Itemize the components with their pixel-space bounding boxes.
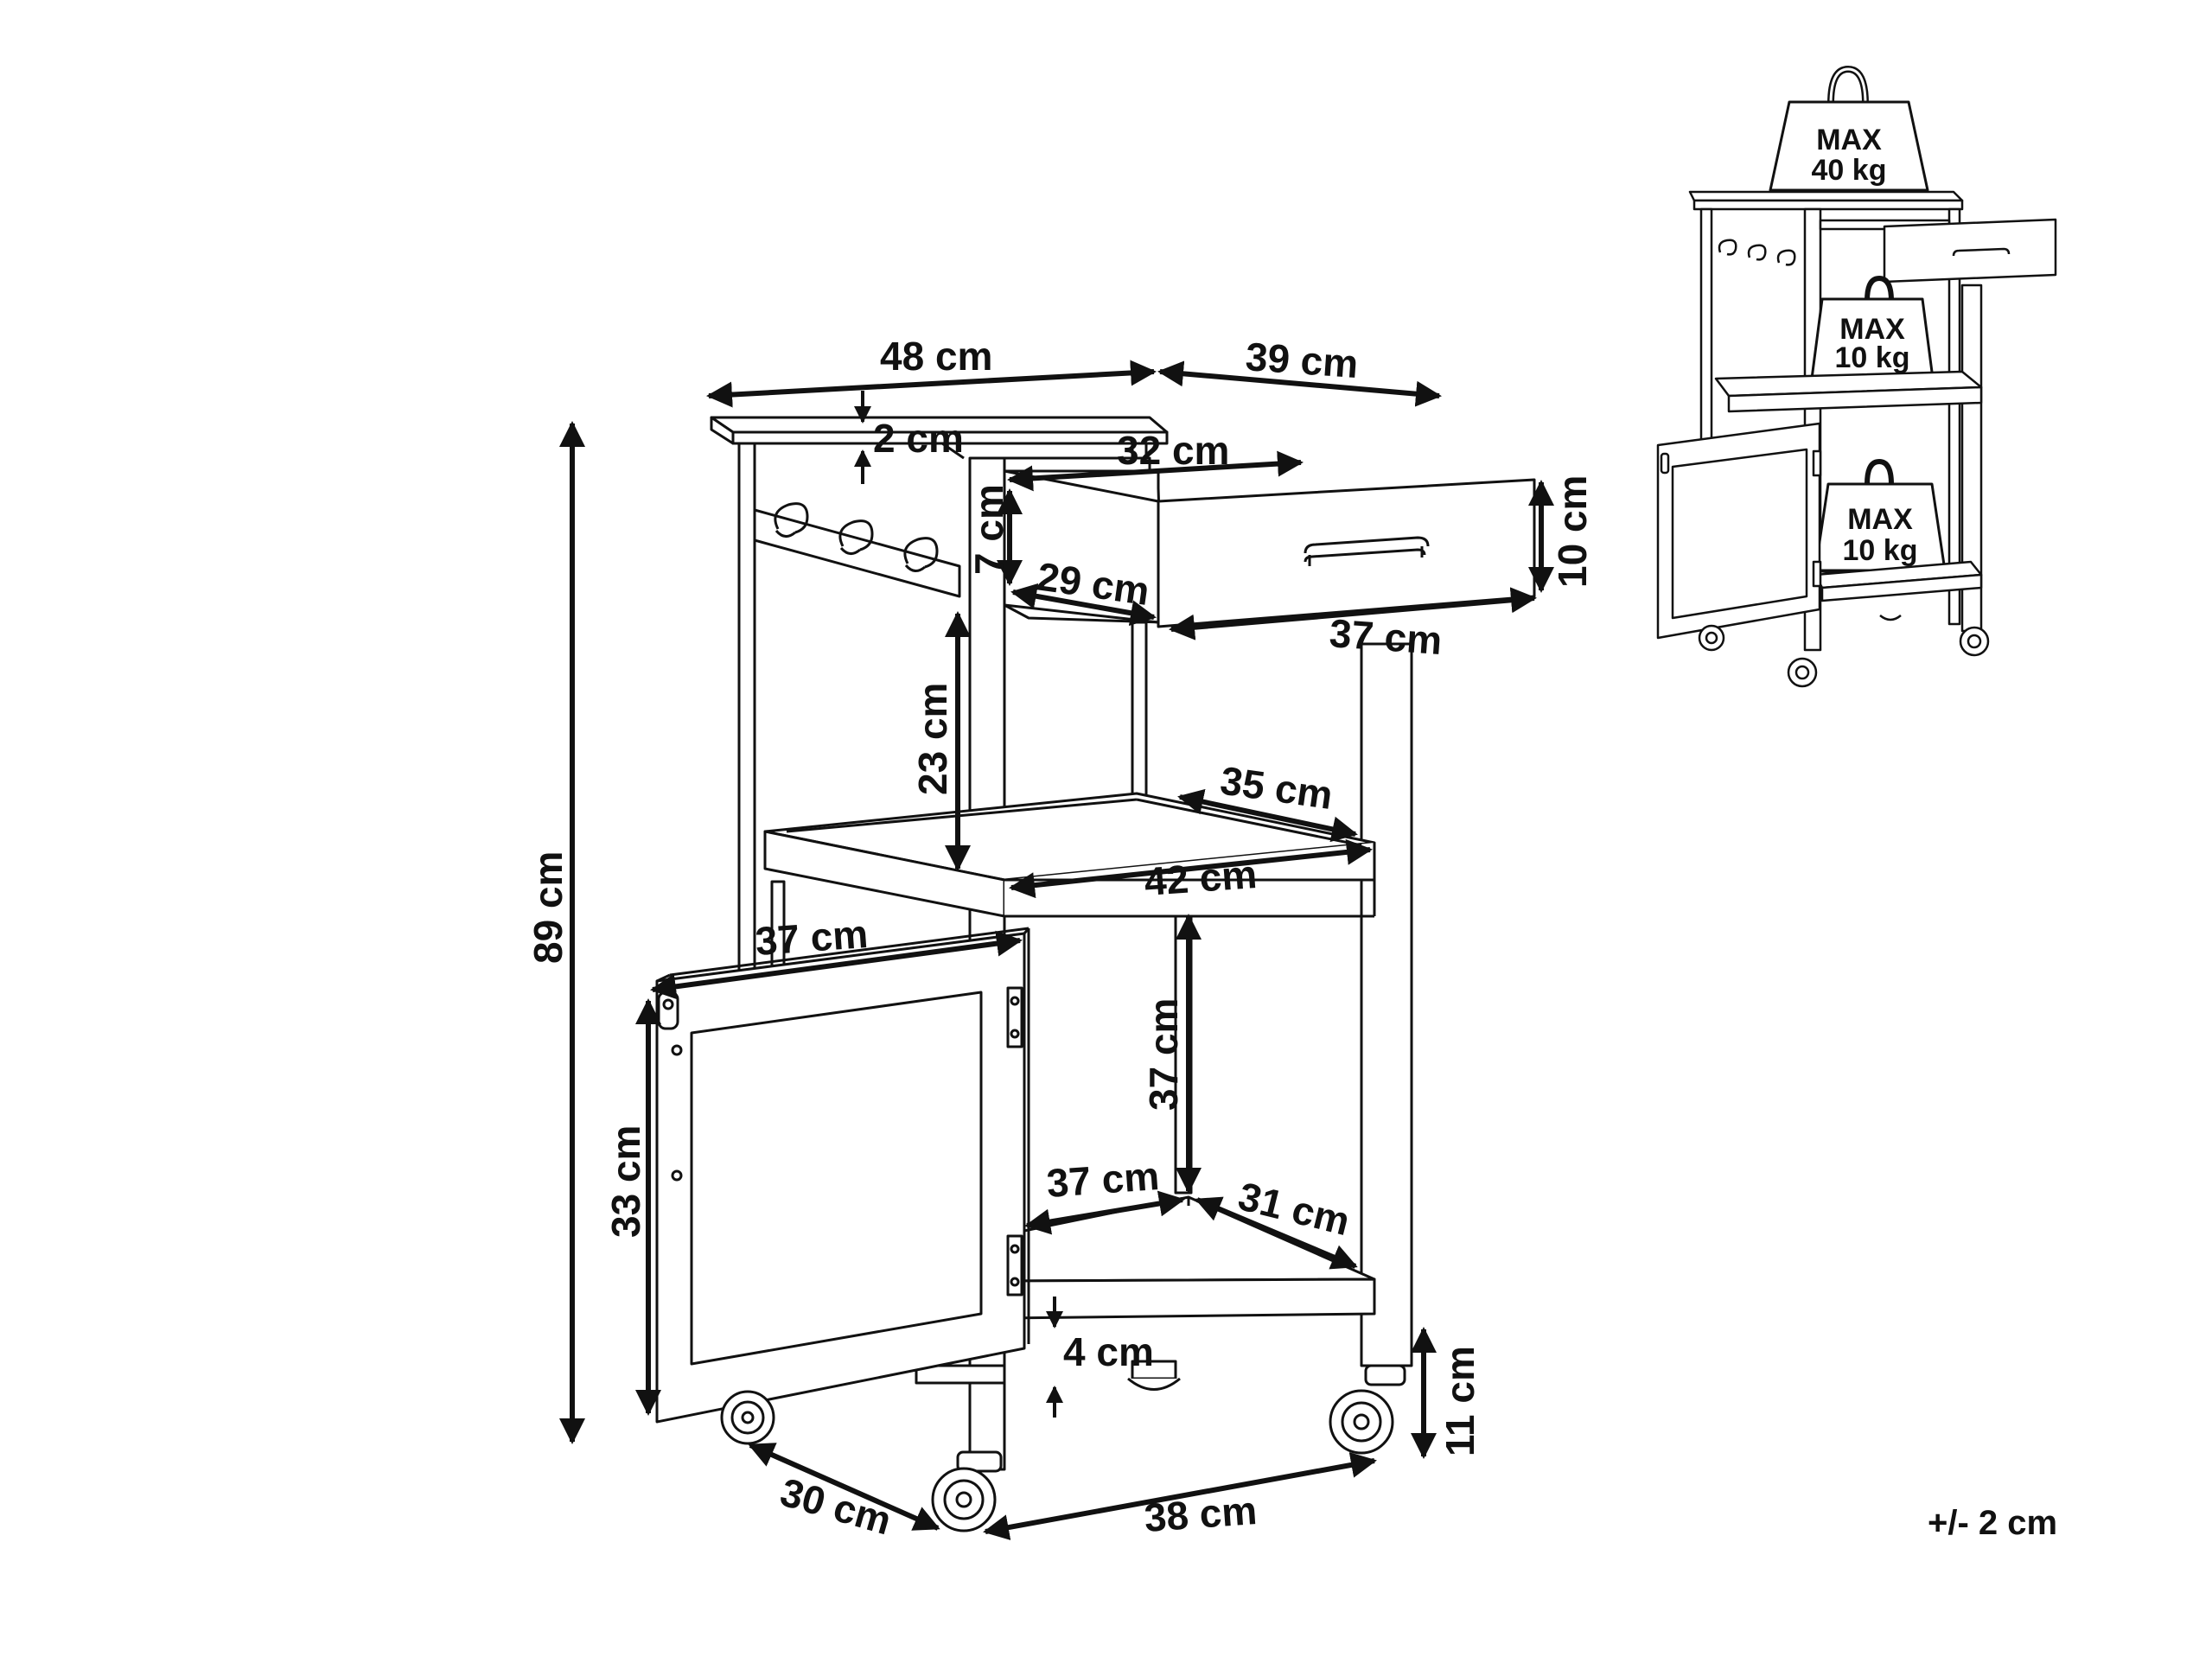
load-top-line1: MAX	[1816, 124, 1882, 156]
wheel-back-right	[1127, 1377, 1181, 1391]
label-door-width: 37 cm	[754, 911, 870, 964]
middle-shelf	[763, 792, 1376, 918]
inner-back-leg	[1131, 621, 1148, 797]
arrow-top-width	[706, 360, 1157, 408]
arrow-shelf-width	[1009, 838, 1373, 899]
arrow-drawer-depth	[1010, 583, 1157, 627]
arrow-shelf-depth	[1177, 788, 1358, 843]
arrow-bottom-width	[1024, 1190, 1185, 1235]
label-drawer-front-height: 10 cm	[1550, 475, 1595, 588]
label-wheel-height: 11 cm	[1437, 1346, 1482, 1456]
wheel-front-right	[1329, 1364, 1406, 1455]
label-top-depth: 39 cm	[1244, 334, 1360, 386]
load-middle-line1: MAX	[1839, 313, 1905, 346]
load-middle-line2: 10 kg	[1835, 341, 1910, 374]
load-capacity-thumbnail	[1656, 66, 2057, 688]
arrow-drawer-front-width	[1169, 587, 1537, 640]
cabinet-door	[655, 927, 1030, 1424]
arrow-bottom-depth	[1195, 1196, 1358, 1270]
label-drawer-front-width: 37 cm	[1328, 610, 1444, 663]
tolerance-note: +/- 2 cm	[1928, 1504, 2057, 1542]
arrow-base-depth	[748, 1443, 940, 1531]
front-right-leg	[1360, 642, 1413, 1367]
load-bottom-line1: MAX	[1847, 503, 1913, 536]
label-bottom-thickness: 4 cm	[1063, 1329, 1154, 1374]
wheel-back-left	[720, 1390, 775, 1445]
load-bottom-line2: 10 kg	[1843, 534, 1918, 567]
label-middle-gap: 23 cm	[910, 683, 955, 795]
label-total-height: 89 cm	[526, 851, 571, 964]
arrow-top-depth	[1157, 360, 1442, 407]
label-drawer-inner-height: 7 cm	[966, 484, 1011, 575]
label-base-width: 38 cm	[1143, 1488, 1259, 1540]
thickness-arrows	[854, 391, 1063, 1418]
hooks	[774, 502, 939, 572]
label-cabinet-height: 37 cm	[1141, 998, 1186, 1111]
arrow-door-width	[650, 930, 1023, 1000]
label-top-width: 48 cm	[880, 334, 992, 379]
wheel-front-left	[931, 1450, 1003, 1532]
tabletop	[710, 416, 1169, 460]
arrow-drawer-width	[1007, 450, 1304, 492]
label-door-height: 33 cm	[603, 1125, 648, 1238]
arrow-base-width	[983, 1452, 1377, 1540]
label-shelf-width: 42 cm	[1143, 851, 1259, 904]
label-top-thickness: 2 cm	[873, 416, 964, 461]
label-drawer-width: 32 cm	[1117, 428, 1229, 473]
load-top-line2: 40 kg	[1812, 154, 1887, 187]
label-base-depth: 30 cm	[775, 1469, 896, 1544]
dimension-lines	[559, 360, 1554, 1540]
label-bottom-width: 37 cm	[1045, 1153, 1161, 1206]
